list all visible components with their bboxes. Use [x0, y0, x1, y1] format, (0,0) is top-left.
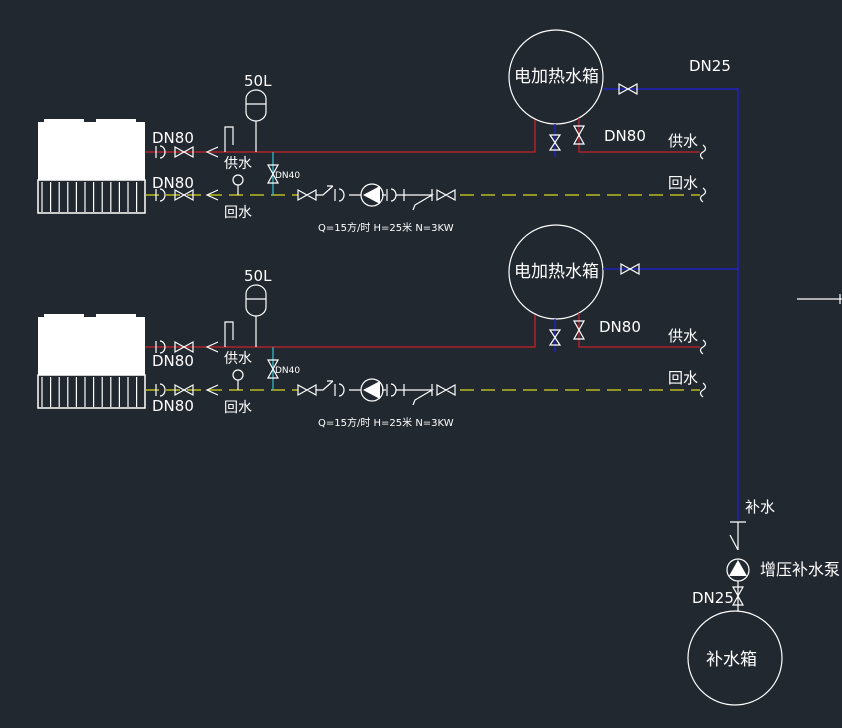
electric-heating-tank: [508, 29, 604, 125]
bypass-valve-icon: [266, 359, 280, 379]
dn-supply-label: DN80: [152, 129, 194, 147]
tank-valve-icon: [548, 320, 586, 346]
bypass-valve-icon: [266, 164, 280, 184]
makeup-pipe: [603, 88, 739, 520]
heat-pump-unit: [37, 314, 146, 409]
supply-pipe: [145, 118, 536, 153]
circulation-pump-icon: [360, 183, 384, 207]
expansion-tank-label: 50L: [244, 72, 272, 90]
flex-joint-icon: [155, 340, 166, 397]
return-label: 回水: [224, 400, 252, 416]
valve-icon: [731, 581, 745, 611]
supply-label: 供水: [224, 351, 252, 367]
break-symbol-icon: [699, 144, 707, 203]
supply-pipe: [145, 313, 536, 348]
valve-icon: [618, 82, 638, 96]
pump-arrow-icon: [363, 186, 380, 204]
outlet-return-label: 回水: [668, 369, 698, 387]
tank-dn-label: DN80: [604, 127, 646, 145]
heating-system-2: DN80 DN80 供水 回水 50L DN40 Q=15方/时 H=25米 N…: [37, 224, 707, 429]
tank-label: 电加热水箱: [514, 262, 599, 282]
thermometer-icon: [224, 321, 234, 347]
makeup-label: 补水: [745, 498, 775, 516]
valve-icon: [174, 145, 194, 202]
heat-pump-unit: [37, 119, 146, 214]
check-valve-icon: [205, 146, 219, 201]
makeup-tank-label: 补水箱: [706, 650, 757, 670]
return-label: 回水: [224, 205, 252, 221]
pressure-gauge-icon: [232, 369, 244, 381]
expansion-tank-label: 50L: [244, 267, 272, 285]
heating-system-1: DN80 DN80 供水 回水 50L DN40 Q=15方/时 H=25米 N…: [37, 29, 707, 234]
electric-heating-tank: [508, 224, 604, 320]
dn-return-label: DN80: [152, 397, 194, 415]
dn-return-label: DN80: [152, 174, 194, 192]
pump-group: [297, 185, 456, 211]
tank-dn-label: DN80: [599, 318, 641, 336]
circulation-pump-icon: [360, 378, 384, 402]
pump-group: [297, 380, 456, 406]
right-edge-line: [797, 294, 842, 304]
thermometer-icon: [224, 126, 234, 152]
pump-arrow-icon: [729, 560, 747, 576]
pressure-gauge-icon: [232, 174, 244, 186]
check-valve-icon: [729, 521, 746, 551]
pump-spec: Q=15方/时 H=25米 N=3KW: [318, 416, 454, 429]
pump-spec: Q=15方/时 H=25米 N=3KW: [318, 221, 454, 234]
break-symbol-icon: [699, 339, 707, 398]
booster-pump-label: 增压补水泵: [760, 560, 840, 579]
outlet-supply-label: 供水: [668, 132, 698, 150]
makeup-tank: [687, 610, 783, 706]
outlet-supply-label: 供水: [668, 327, 698, 345]
valve-icon: [620, 262, 640, 276]
valve-icon: [174, 340, 194, 397]
dn-supply-label: DN80: [152, 352, 194, 370]
outlet-return-label: 回水: [668, 174, 698, 192]
flex-joint-icon: [155, 145, 166, 202]
tank-label: 电加热水箱: [514, 67, 599, 87]
bypass-dn-label: DN40: [275, 171, 300, 181]
bypass-dn-label: DN40: [275, 366, 300, 376]
supply-label: 供水: [224, 156, 252, 172]
tank-valve-icon: [548, 125, 586, 151]
makeup-dn-bottom: DN25: [692, 589, 734, 607]
makeup-dn-top: DN25: [689, 57, 731, 75]
expansion-tank-icon: [245, 89, 267, 152]
pump-arrow-icon: [363, 381, 380, 399]
check-valve-icon: [205, 341, 219, 396]
expansion-tank-icon: [245, 284, 267, 347]
